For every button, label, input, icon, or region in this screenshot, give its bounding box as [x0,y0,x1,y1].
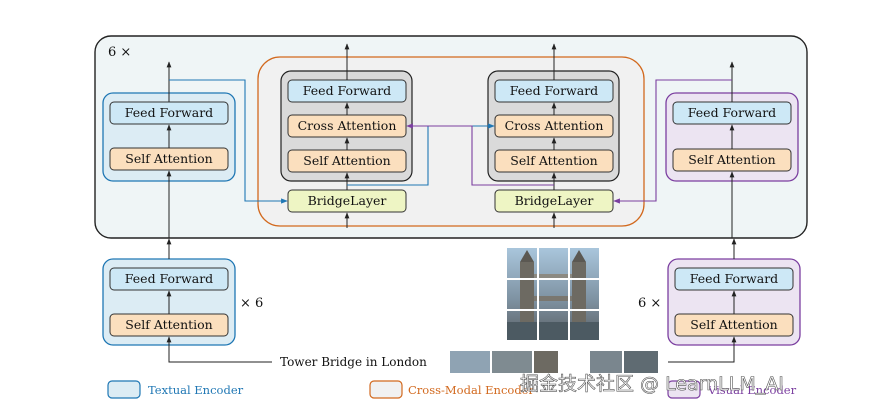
textual-multiplier: × 6 [240,296,263,311]
top-arrows [166,43,735,238]
bottom-arrows [166,238,737,363]
watermark: 掘金技术社区 @ LearnLLM_AI [520,373,784,395]
feed-forward-label: Feed Forward [688,105,776,120]
legend-cross-modal-swatch [369,380,403,399]
self-attention-label: Self Attention [510,153,597,168]
self-attention-label: Self Attention [688,152,775,167]
feed-forward-label: Feed Forward [125,105,213,120]
self-attention-label: Self Attention [303,153,390,168]
legend-visual-swatch [667,380,701,399]
legend-textual-swatch [107,380,141,399]
legend-textual-label: Textual Encoder [148,383,244,397]
feed-forward-box [674,267,794,291]
feed-forward-label: Feed Forward [303,83,391,98]
feed-forward-label: Feed Forward [690,271,778,286]
visual-connectors [406,79,732,204]
image-patches [450,248,658,373]
cross-attention-label: Cross Attention [505,118,604,133]
self-attention-label: Self Attention [125,151,212,166]
feed-forward-label: Feed Forward [125,271,213,286]
self-attention-label: Self Attention [690,317,777,332]
feed-forward-label: Feed Forward [510,83,598,98]
input-text: Tower Bridge in London [280,355,427,369]
self-attention-label: Self Attention [125,317,212,332]
top-multiplier: 6 × [108,45,131,60]
legend-cross-modal-label: Cross-Modal Encoder [408,383,534,397]
visual-multiplier: 6 × [638,296,661,311]
bridge-layer-label: BridgeLayer [515,193,594,208]
bridge-layer-label: BridgeLayer [308,193,387,208]
legend-visual-label: Visual Encoder [707,383,797,397]
cross-attention-label: Cross Attention [298,118,397,133]
feed-forward-box [109,267,229,291]
